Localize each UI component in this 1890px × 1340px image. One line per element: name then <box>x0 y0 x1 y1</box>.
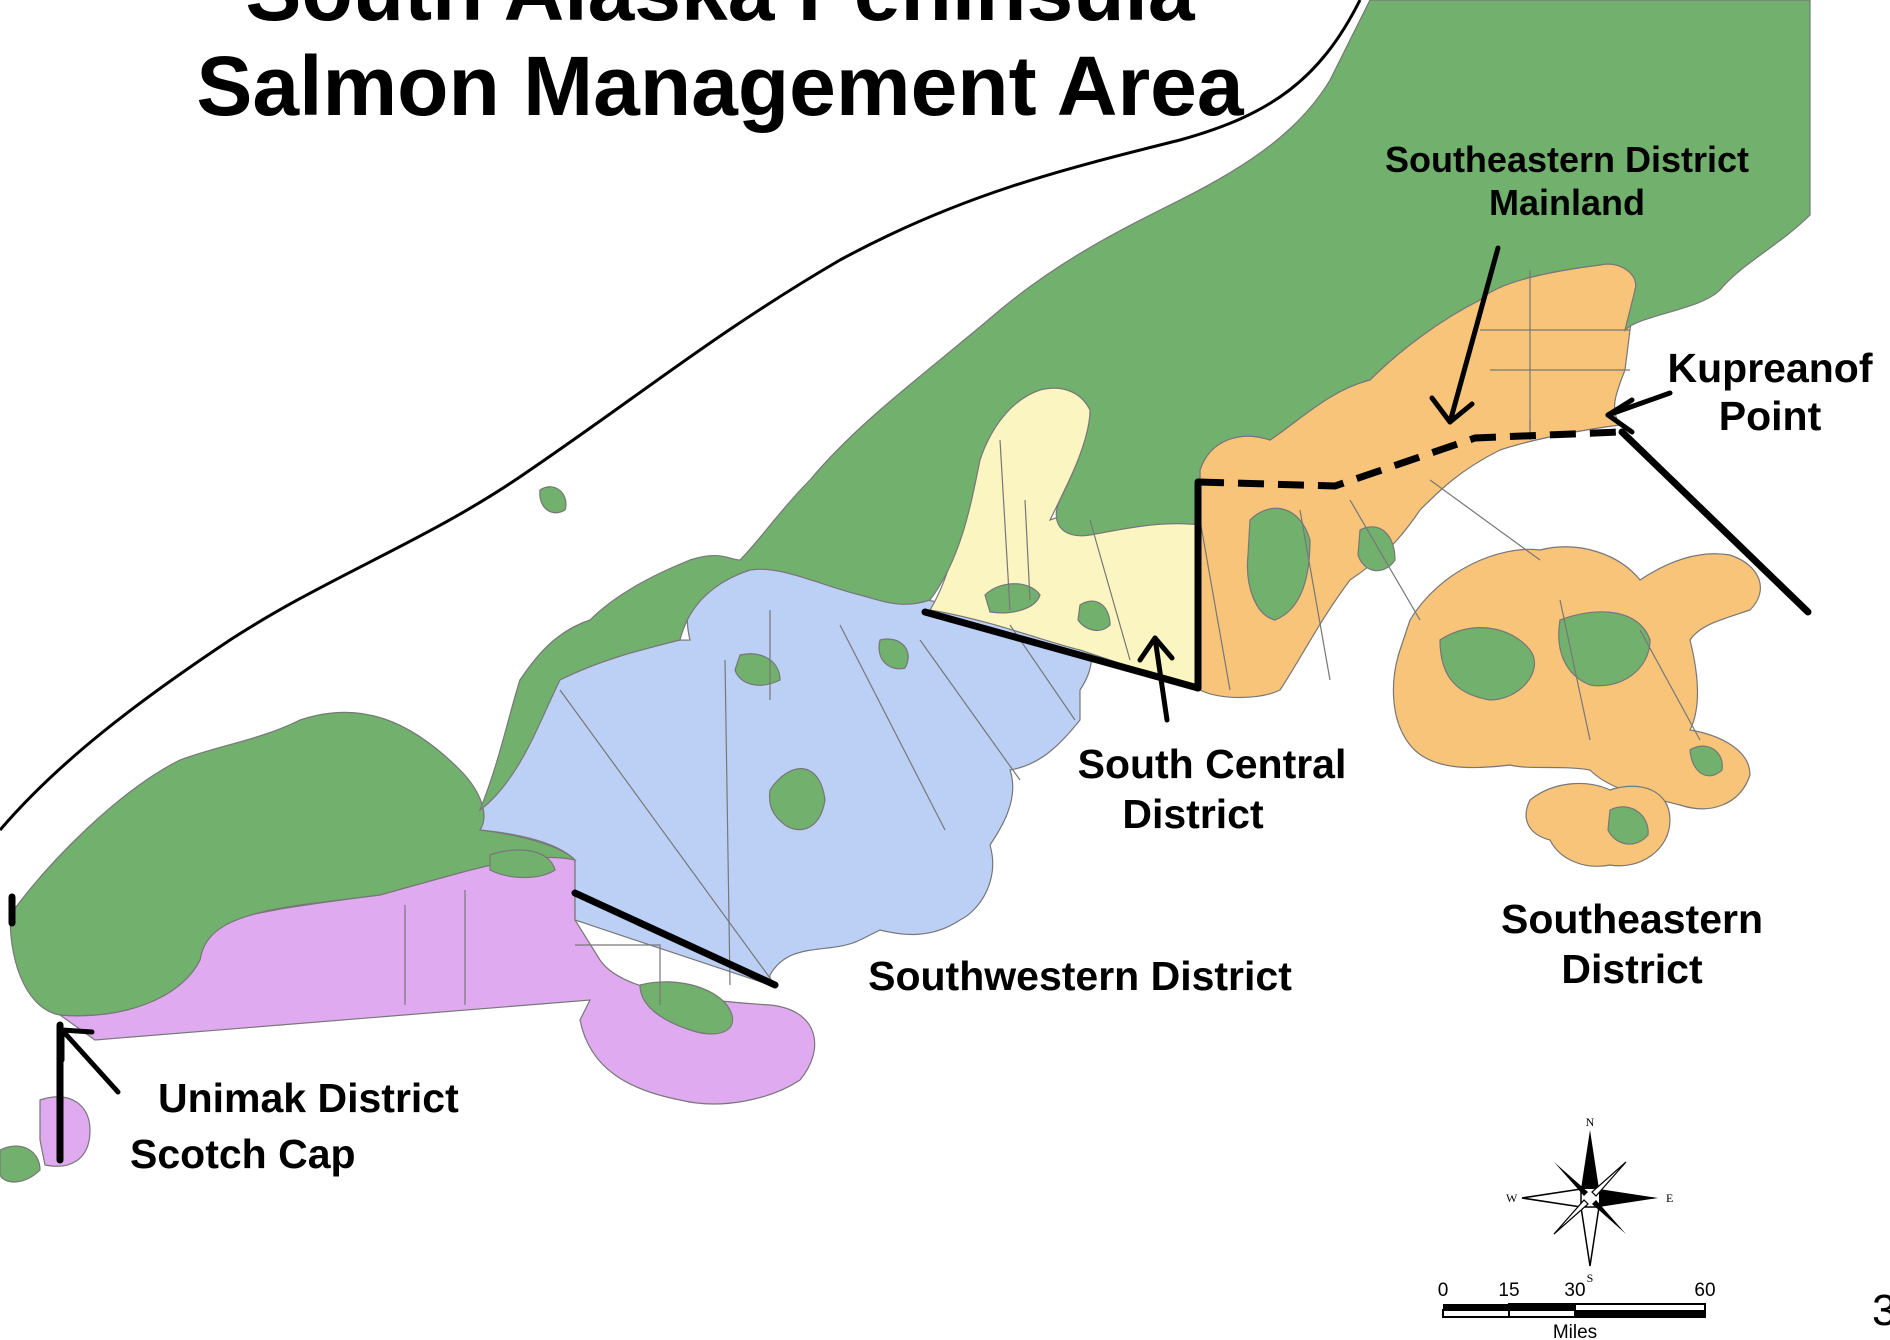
label-southwestern: Southwestern District <box>868 953 1292 999</box>
label-southeastern-mainland-1: Southeastern District <box>1385 139 1749 180</box>
label-unimak-2: Scotch Cap <box>130 1131 356 1177</box>
alaska-peninsula-land <box>9 711 577 1017</box>
island-south-central <box>984 583 1041 614</box>
island-southeastern-5 <box>1607 806 1649 845</box>
boundary-kupreanof <box>1618 428 1812 616</box>
arrow-southeastern-mainland-head <box>1429 395 1475 425</box>
scale-seg-4 <box>1442 1309 1510 1318</box>
unimak-small-island-area <box>39 1096 91 1167</box>
label-south-central-1: South Central <box>1078 741 1347 787</box>
island-offshore <box>539 486 567 514</box>
compass-needle-ne <box>1591 1161 1627 1197</box>
island-southwestern-1 <box>768 768 826 831</box>
compass-needle-e <box>1599 1189 1658 1207</box>
scale-seg-5 <box>1509 1304 1575 1311</box>
compass-label-s: S <box>1587 1271 1594 1285</box>
island-unimak-area <box>639 981 734 1035</box>
subdistrict-lines <box>404 270 1701 1005</box>
label-kupreanof-2: Point <box>1719 393 1822 439</box>
compass-needle-w <box>1521 1188 1582 1208</box>
arrow-scotch-cap <box>59 1027 121 1095</box>
peninsula-central-land <box>478 0 1811 812</box>
compass-needle-s <box>1580 1206 1600 1267</box>
label-south-central-2: District <box>1122 791 1264 837</box>
compass-needle-sw <box>1553 1199 1589 1235</box>
boundary-unimak-southwestern <box>571 889 779 989</box>
map-title-line-2: Salmon Management Area <box>196 39 1244 133</box>
compass-needle-n <box>1581 1130 1599 1189</box>
compass-label-w: W <box>1506 1191 1518 1205</box>
compass-label-e: E <box>1666 1191 1673 1205</box>
label-southeastern-1: Southeastern <box>1501 896 1763 942</box>
scale-tick-60: 60 <box>1694 1280 1715 1301</box>
island-southeastern-3 <box>1439 627 1536 701</box>
coastal-outline-band <box>0 0 1362 831</box>
island-southeastern-6 <box>1689 745 1723 777</box>
boundary-mainland-dashed <box>1197 428 1621 490</box>
arrow-south-central <box>1152 635 1170 723</box>
southeastern-district-south-islands-area <box>1525 782 1671 867</box>
island-unimak-area-2 <box>489 849 556 879</box>
compass-label-n: N <box>1586 1115 1595 1129</box>
scale-tick-0: 0 <box>1438 1280 1449 1301</box>
island-southwestern-3 <box>878 638 909 670</box>
arrow-south-central-head <box>1137 635 1175 663</box>
scale-tick-15: 15 <box>1498 1280 1519 1301</box>
island-southeastern-4 <box>1558 611 1651 687</box>
page-number: 3 <box>1872 1286 1890 1335</box>
scale-tick-30: 30 <box>1564 1280 1585 1301</box>
arrow-scotch-cap-head <box>59 1027 95 1063</box>
compass-needle-nw <box>1554 1162 1588 1196</box>
island-far-west <box>0 1145 41 1183</box>
label-arrows <box>59 245 1673 1095</box>
arrow-kupreanof-head <box>1605 397 1635 435</box>
island-southeastern-1 <box>1246 507 1311 621</box>
label-kupreanof-1: Kupreanof <box>1668 345 1873 391</box>
compass-rose: N S E W <box>1506 1115 1673 1285</box>
compass-needle-se <box>1592 1200 1626 1234</box>
label-unimak-1: Unimak District <box>158 1075 459 1121</box>
island-southwestern-2 <box>734 653 781 686</box>
boundary-southwestern-southcentral <box>921 608 1202 692</box>
scale-unit: Miles <box>1553 1322 1597 1340</box>
island-south-central-2 <box>1077 600 1111 632</box>
scale-bar: 0 15 30 60 Miles <box>1438 1280 1716 1340</box>
arrow-southeastern-mainland <box>1447 245 1501 425</box>
island-southeastern-2 <box>1357 526 1396 572</box>
scale-seg-6 <box>1575 1310 1705 1317</box>
map-title-line-1: South Alaska Peninsula <box>245 0 1195 38</box>
label-southeastern-mainland-2: Mainland <box>1489 182 1645 223</box>
label-southeastern-2: District <box>1561 946 1703 992</box>
